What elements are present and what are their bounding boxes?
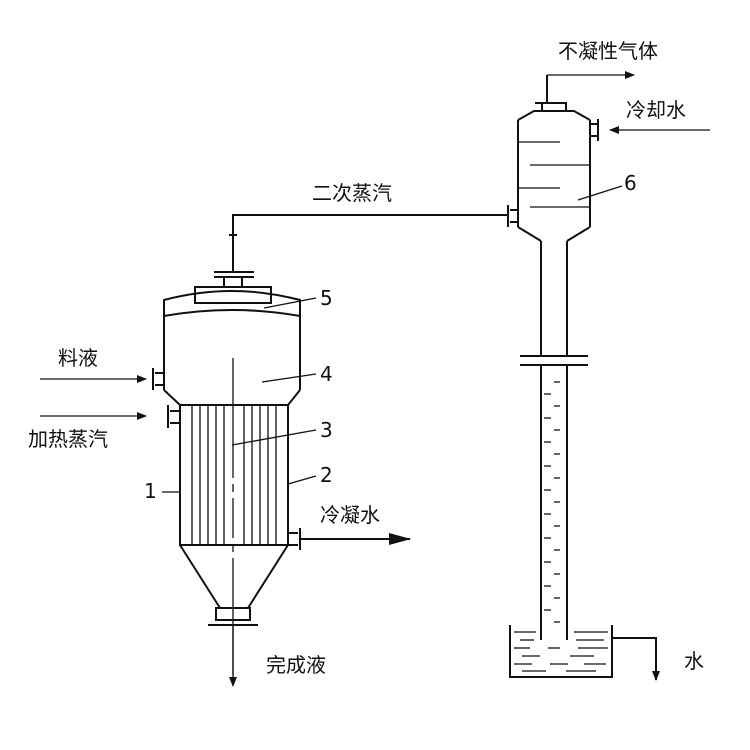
label-water: 水 bbox=[684, 649, 704, 673]
tank-water bbox=[514, 631, 608, 672]
callout-number: 4 bbox=[320, 362, 333, 386]
callout-number: 2 bbox=[320, 463, 333, 487]
label-product-liquid: 完成液 bbox=[266, 653, 326, 677]
callout-number: 6 bbox=[624, 171, 637, 195]
label-cooling-water: 冷却水 bbox=[626, 98, 686, 122]
callout-leader-2 bbox=[287, 475, 317, 485]
label-condensate: 冷凝水 bbox=[320, 503, 380, 527]
heating-tubes bbox=[191, 405, 277, 545]
conical-bottom bbox=[179, 544, 289, 626]
evaporator bbox=[152, 271, 301, 675]
label-secondary-vapor: 二次蒸汽 bbox=[312, 181, 392, 205]
callout-number: 3 bbox=[320, 418, 333, 442]
callout-leader-6 bbox=[577, 185, 623, 201]
heating-tube-bundle bbox=[167, 404, 301, 550]
water-seal-tank bbox=[509, 625, 660, 681]
callout-leader-4 bbox=[261, 373, 317, 383]
label-noncondensable-gas: 不凝性气体 bbox=[558, 39, 658, 63]
leg-water-level bbox=[544, 381, 560, 623]
condenser bbox=[507, 75, 599, 640]
label-heating-steam: 加热蒸汽 bbox=[28, 427, 108, 451]
label-feed-liquid: 料液 bbox=[58, 346, 98, 370]
callout-leader-5 bbox=[263, 297, 317, 309]
callout-number: 1 bbox=[144, 479, 157, 503]
evaporator-top-head bbox=[163, 271, 301, 317]
secondary-vapor-pipe bbox=[232, 214, 508, 272]
callout-leader-3 bbox=[231, 429, 317, 446]
callout-number: 5 bbox=[320, 286, 333, 310]
vapor-separator-body bbox=[152, 316, 301, 406]
